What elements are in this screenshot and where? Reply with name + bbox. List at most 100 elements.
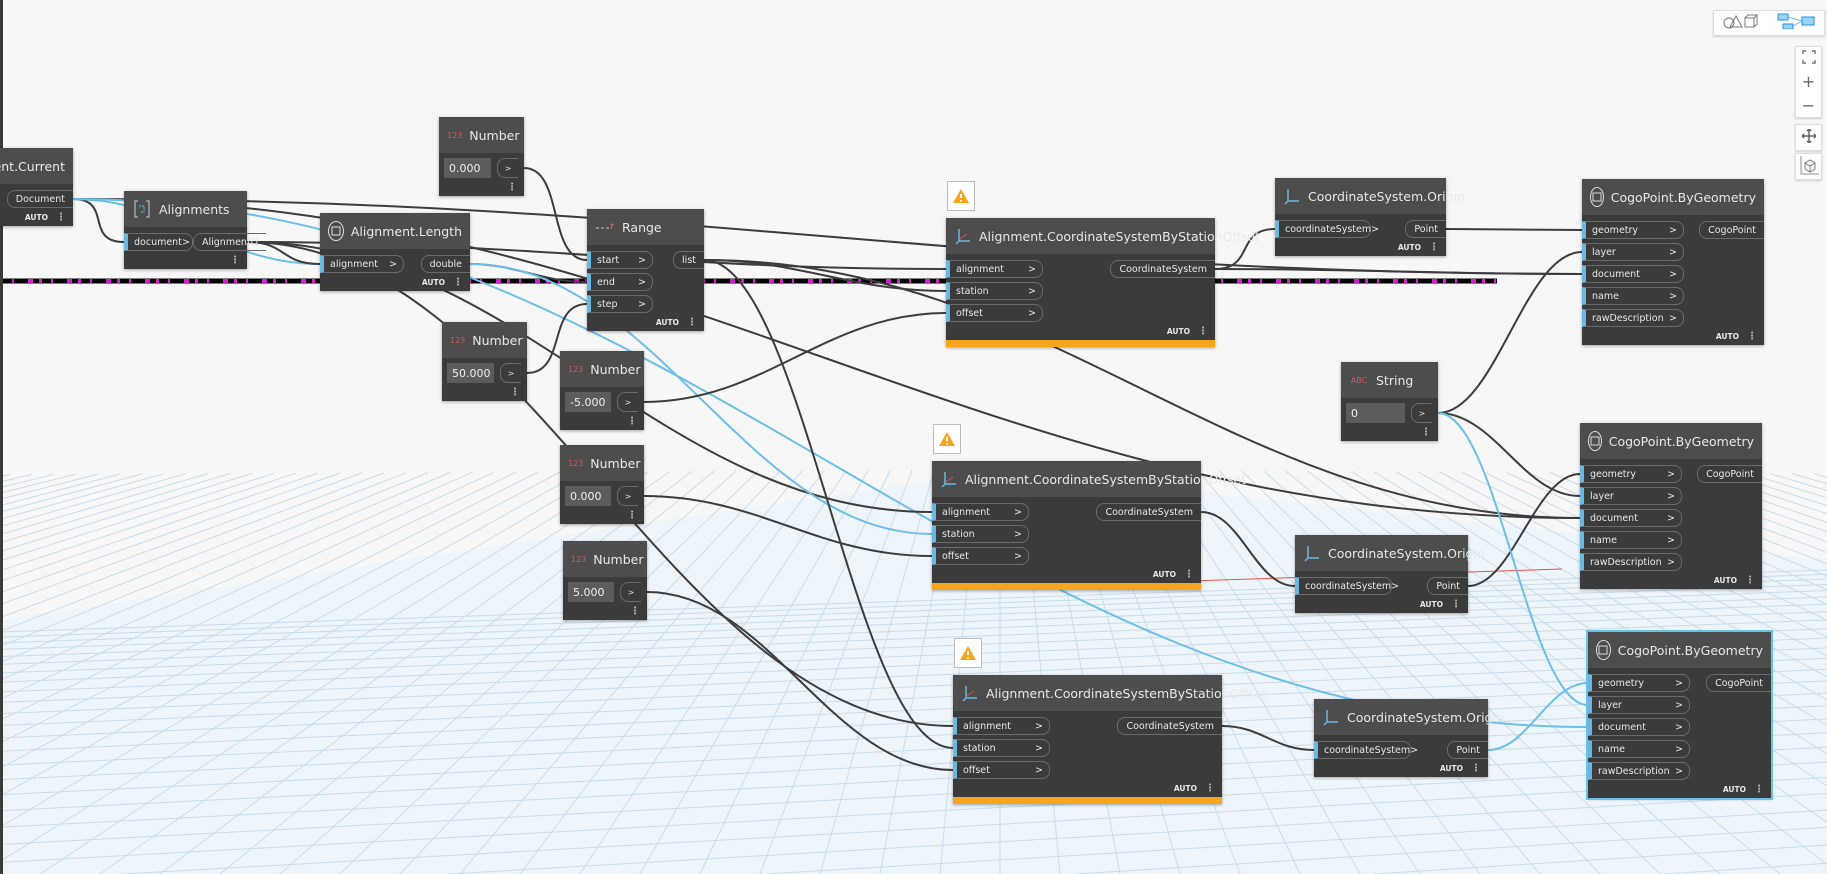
input-port-name[interactable]: name> [1588, 740, 1690, 758]
connector-wire[interactable] [1214, 268, 1583, 275]
output-port-coordinatesystem[interactable]: CoordinateSystem [1110, 260, 1215, 278]
input-port-document[interactable]: document> [1580, 509, 1682, 527]
input-port-station[interactable]: station> [953, 739, 1050, 757]
connector-wire[interactable] [1487, 682, 1589, 751]
node-menu-icon[interactable]: ⋮ [1205, 782, 1215, 794]
connector-wire[interactable] [72, 198, 125, 243]
warning-icon[interactable] [933, 424, 961, 454]
connector-wire[interactable] [703, 259, 954, 749]
input-port-layer[interactable]: layer> [1582, 243, 1684, 261]
node-menu-icon[interactable]: ⋮ [627, 415, 637, 427]
value-input[interactable]: 5.000 [568, 582, 614, 602]
warning-icon[interactable] [947, 181, 975, 211]
node-menu-icon[interactable]: ⋮ [1754, 783, 1764, 795]
value-input[interactable]: 0.000 [565, 486, 611, 506]
output-port-cogopoint[interactable]: CogoPoint [1706, 674, 1771, 692]
input-port-name[interactable]: name> [1580, 531, 1682, 549]
connector-wire[interactable] [643, 495, 933, 557]
input-port-alignment[interactable]: alignment> [320, 255, 404, 273]
input-port-name[interactable]: name> [1582, 287, 1684, 305]
output-port-double[interactable]: double [420, 255, 470, 273]
value-input[interactable]: 0 [1346, 403, 1405, 423]
node-header[interactable]: Alignment.Length [320, 213, 470, 249]
connector-wire[interactable] [703, 259, 1581, 519]
input-port-document[interactable]: document> [124, 233, 193, 251]
node-header[interactable]: ent.Current [0, 148, 73, 184]
input-port-coordinatesystem[interactable]: coordinateSystem> [1275, 220, 1379, 238]
node-menu-icon[interactable]: ⋮ [1198, 325, 1208, 337]
input-port-offset[interactable]: offset> [932, 547, 1029, 565]
connector-wire[interactable] [1200, 511, 1296, 587]
node-menu-icon[interactable]: ⋮ [627, 509, 637, 521]
output-port-document[interactable]: Document [6, 190, 73, 208]
input-port-layer[interactable]: layer> [1588, 696, 1690, 714]
node-menu-icon[interactable]: ⋮ [630, 605, 640, 617]
output-port-coordinatesystem[interactable]: CoordinateSystem [1117, 717, 1222, 735]
input-port-coordinatesystem[interactable]: coordinateSystem> [1295, 577, 1399, 595]
node-header[interactable]: Range [587, 209, 704, 245]
output-port[interactable]: > [617, 486, 638, 506]
node-menu-icon[interactable]: ⋮ [1429, 241, 1439, 253]
output-port[interactable]: > [500, 363, 521, 383]
input-port-alignment[interactable]: alignment> [946, 260, 1043, 278]
input-port-layer[interactable]: layer> [1580, 487, 1682, 505]
input-port-alignment[interactable]: alignment> [932, 503, 1029, 521]
pan-button[interactable] [1795, 124, 1822, 151]
value-input[interactable]: -5.000 [565, 392, 611, 412]
input-port-geometry[interactable]: geometry> [1582, 221, 1684, 239]
node-menu-icon[interactable]: ⋮ [453, 276, 463, 288]
node-menu-icon[interactable]: ⋮ [1451, 598, 1461, 610]
geometry-view-icon[interactable] [1722, 13, 1760, 33]
connector-wire[interactable] [1221, 725, 1315, 751]
connector-wire[interactable] [643, 312, 947, 403]
input-port-alignment[interactable]: alignment> [953, 717, 1050, 735]
zoom-fit-icon[interactable] [1801, 49, 1816, 68]
connector-wire[interactable] [469, 263, 933, 535]
node-header[interactable]: CoordinateSystem.Origin [1295, 535, 1485, 571]
node-menu-icon[interactable]: ⋮ [510, 386, 520, 398]
input-port-end[interactable]: end> [587, 273, 653, 291]
node-alignment-coordinatesystembystationoffset[interactable]: Alignment.CoordinateSystemByStationOffse… [953, 675, 1267, 804]
input-port-start[interactable]: start> [587, 251, 653, 269]
connector-wire[interactable] [523, 167, 588, 261]
connector-wire[interactable] [1214, 228, 1276, 270]
connector-wire[interactable] [646, 591, 954, 771]
input-port-rawdescription[interactable]: rawDescription> [1588, 762, 1690, 780]
node-menu-icon[interactable]: ⋮ [1747, 330, 1757, 342]
node-header[interactable]: CoordinateSystem.Origin [1314, 699, 1504, 735]
zoom-out-icon[interactable]: − [1801, 95, 1816, 115]
output-port[interactable]: > [617, 392, 638, 412]
node-alignment-coordinatesystembystationoffset[interactable]: Alignment.CoordinateSystemByStationOffse… [932, 461, 1246, 590]
view-toggle[interactable] [1713, 10, 1825, 36]
output-port-point[interactable]: Point [1447, 741, 1488, 759]
node-header[interactable]: CoordinateSystem.Origin [1275, 178, 1465, 214]
value-input[interactable]: 0.000 [444, 158, 491, 178]
output-port[interactable]: > [1411, 403, 1432, 423]
output-port-list[interactable]: list [673, 251, 704, 269]
node-header[interactable]: Alignment.CoordinateSystemByStationOffse… [932, 461, 1246, 497]
input-port-rawdescription[interactable]: rawDescription> [1580, 553, 1682, 571]
input-port-geometry[interactable]: geometry> [1580, 465, 1682, 483]
input-port-offset[interactable]: offset> [946, 304, 1043, 322]
output-port-cogopoint[interactable]: CogoPoint [1697, 465, 1762, 483]
node-menu-icon[interactable]: ⋮ [687, 316, 697, 328]
node-header[interactable]: Alignment.CoordinateSystemByStationOffse… [946, 218, 1260, 254]
node-menu-icon[interactable]: ⋮ [56, 211, 66, 223]
output-port[interactable]: > [497, 158, 518, 178]
graph-view-icon[interactable] [1776, 13, 1816, 33]
node-menu-icon[interactable]: ⋮ [1745, 574, 1755, 586]
